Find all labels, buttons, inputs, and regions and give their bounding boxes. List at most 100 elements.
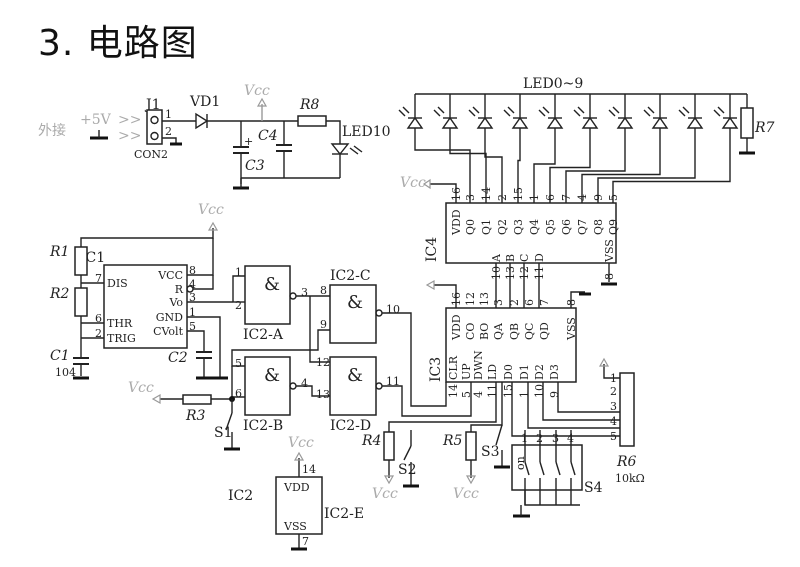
ic1-pin-5: 5 bbox=[189, 320, 196, 333]
gate-d-pin13: 13 bbox=[316, 388, 330, 401]
ic2-e-vss-pin: 7 bbox=[302, 535, 309, 548]
ic1-pin-name-dis: DIS bbox=[107, 277, 128, 290]
ic4-led-wire bbox=[484, 128, 503, 203]
ic1-pin-3: 3 bbox=[189, 291, 196, 304]
ic3-pin-name-co: CO bbox=[464, 323, 477, 340]
ic3-pin-name-d0: D0 bbox=[502, 364, 515, 380]
ic2-nand-gates bbox=[244, 265, 377, 416]
ic3-pin-name-d2: D2 bbox=[533, 364, 546, 380]
led-light-icon bbox=[573, 109, 581, 117]
ic4-led-wire bbox=[549, 128, 591, 203]
led-7 bbox=[651, 116, 669, 129]
ic4-vss: VSS bbox=[603, 239, 616, 263]
ic3-pin-11: 11 bbox=[486, 384, 499, 398]
ic4-pin-name-q8: Q8 bbox=[592, 219, 605, 235]
plus5v-label: +5V bbox=[80, 112, 112, 128]
r6-pin-2: 2 bbox=[610, 385, 617, 398]
j1-pin2: 2 bbox=[165, 125, 172, 138]
led-5 bbox=[581, 116, 599, 129]
s2-label: S2 bbox=[398, 462, 417, 478]
gate-d-pin11: 11 bbox=[386, 375, 400, 388]
ic2-e-body bbox=[275, 476, 323, 535]
ic4-pin-8: 8 bbox=[603, 273, 616, 280]
resistor-r7 bbox=[740, 107, 754, 139]
ic3-pin-name-bo: BO bbox=[478, 323, 491, 340]
led-light-icon bbox=[468, 109, 476, 117]
r4-vcc-label: Vcc bbox=[372, 486, 398, 502]
r1-label: R1 bbox=[49, 244, 69, 260]
ic3-pin-7: 7 bbox=[538, 299, 551, 306]
page-title: 3. 电路图 bbox=[38, 23, 198, 64]
ic4-pin-name-q9: Q9 bbox=[607, 219, 620, 235]
c4-label: C4 bbox=[258, 128, 278, 144]
ic3-pin-13: 13 bbox=[478, 292, 491, 306]
ic3-pin-9: 9 bbox=[548, 391, 561, 398]
r6-pin-3: 3 bbox=[610, 400, 617, 413]
s4-switch-4 bbox=[570, 461, 576, 476]
gate-c-body bbox=[329, 284, 377, 344]
led-4 bbox=[546, 116, 564, 129]
ic3-pin-10: 10 bbox=[533, 384, 546, 398]
ic3-pin-6: 6 bbox=[523, 299, 536, 306]
ic3-pin-name-vss: VSS bbox=[565, 317, 578, 341]
ic1-pin-7: 7 bbox=[95, 272, 102, 285]
r5-vcc-label: Vcc bbox=[453, 486, 479, 502]
led-light-icon bbox=[538, 109, 546, 117]
ic3-body bbox=[445, 307, 577, 383]
ic3-pin-1: 1 bbox=[518, 391, 531, 398]
led-8 bbox=[686, 116, 704, 129]
led-1 bbox=[441, 116, 459, 129]
r7-label: R7 bbox=[754, 120, 775, 136]
ic3-pin-name-d1: D1 bbox=[518, 364, 531, 380]
led-bar-section: LED0~9 R7 bbox=[398, 76, 775, 155]
ic4-vcc-label: Vcc bbox=[400, 175, 426, 191]
c3-label: C3 bbox=[245, 158, 265, 174]
ic2-e-label: IC2-E bbox=[324, 506, 364, 522]
ic4-led-wire bbox=[565, 128, 626, 203]
ic4-decoder: IC4 Vcc 16VDD3Q014Q12Q215Q31Q46Q57Q64Q79… bbox=[400, 128, 731, 308]
r3-label: R3 bbox=[185, 408, 206, 424]
led-light-icon bbox=[678, 109, 686, 117]
gate-a-pin1: 1 bbox=[235, 266, 242, 279]
led-9 bbox=[721, 116, 739, 129]
resistor-r8 bbox=[297, 115, 327, 127]
resistor-network-r6 bbox=[619, 372, 635, 447]
ic3-label: IC3 bbox=[428, 357, 444, 382]
ic4-body bbox=[445, 202, 617, 264]
ic3-counter: IC3 16VDD12CO13BO3QA2QB6QC7QD8VSSCLR14UP… bbox=[425, 279, 591, 398]
s4-switch-2 bbox=[539, 461, 545, 476]
r6-value: 10kΩ bbox=[615, 472, 645, 485]
ic4-led-wire bbox=[581, 128, 661, 203]
s3-label: S3 bbox=[481, 444, 500, 460]
ic4-pin-name-vdd: VDD bbox=[450, 209, 463, 236]
ic4-led-wire bbox=[414, 128, 471, 203]
ic1-pin-1: 1 bbox=[189, 306, 196, 319]
ic3-pin-name-vdd: VDD bbox=[450, 314, 463, 341]
input-arrow-1: >> bbox=[118, 112, 141, 128]
led-light-icon bbox=[433, 109, 441, 117]
ic4-pin-name-q2: Q2 bbox=[496, 219, 509, 235]
j1-pin1: 1 bbox=[165, 108, 172, 121]
ic4-pin-name-d: D bbox=[533, 253, 546, 262]
con2-label: CON2 bbox=[134, 148, 168, 161]
gate-c-amp: & bbox=[347, 292, 363, 313]
ic3-pin-name-qa: QA bbox=[492, 322, 505, 340]
vd1-label: VD1 bbox=[189, 94, 220, 110]
vcc-label: Vcc bbox=[244, 83, 270, 99]
ic4-led-wire bbox=[517, 128, 521, 203]
gate-a-label: IC2-A bbox=[243, 327, 284, 343]
input-arrow-2: >> bbox=[118, 128, 141, 144]
gate-a-pin2: 2 bbox=[235, 299, 242, 312]
c2-label: C2 bbox=[168, 350, 188, 366]
ic4-led-wire bbox=[533, 128, 556, 203]
r4-label: R4 bbox=[361, 433, 381, 449]
led-light-icon bbox=[713, 109, 721, 117]
j1-label: J1 bbox=[144, 97, 161, 113]
gate-c-label: IC2-C bbox=[330, 268, 371, 284]
ic3-pin-name-d3: D3 bbox=[548, 364, 561, 380]
ic1-pin-2: 2 bbox=[95, 327, 102, 340]
resistor-r2 bbox=[74, 287, 88, 317]
resistor-r4 bbox=[383, 431, 395, 461]
